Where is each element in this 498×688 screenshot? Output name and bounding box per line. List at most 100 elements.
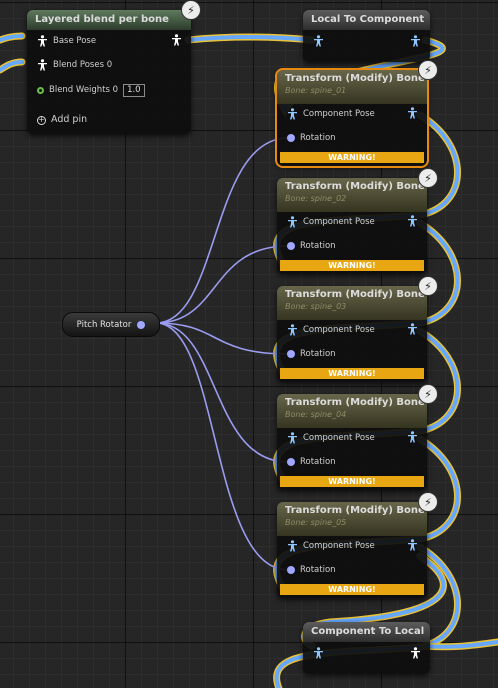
bone-name: Bone: spine_03 (285, 302, 347, 311)
blend-weights-label: Blend Weights 0 (49, 85, 119, 95)
person-icon (37, 35, 48, 47)
warning-banner: WARNING! (280, 476, 424, 487)
transform-bone-node[interactable]: Transform (Modify) Bone Bone: spine_03 C… (277, 286, 427, 382)
output-pose-pin[interactable] (407, 323, 418, 335)
rotation-label: Rotation (300, 349, 336, 359)
bone-name: Bone: spine_05 (285, 518, 347, 527)
person-icon (287, 540, 298, 552)
rotation-pin[interactable]: Rotation (287, 347, 336, 361)
rotator-pin-icon (287, 350, 295, 358)
add-icon: + (37, 115, 46, 125)
lightning-icon: ⚡ (418, 168, 438, 188)
transform-bone-title: Transform (Modify) Bone (285, 289, 425, 300)
output-pose-pin[interactable] (171, 34, 182, 46)
rotator-pin-icon (287, 242, 295, 250)
lightning-icon: ⚡ (418, 276, 438, 296)
lightning-icon: ⚡ (418, 60, 438, 80)
output-pose-pin[interactable] (410, 647, 421, 659)
pitch-rotator-label: Pitch Rotator (76, 319, 132, 330)
rotation-label: Rotation (300, 565, 336, 575)
blend-weight-value[interactable]: 1.0 (123, 83, 145, 97)
person-icon (287, 108, 298, 120)
bone-name: Bone: spine_02 (285, 194, 347, 203)
rotation-pin[interactable]: Rotation (287, 239, 336, 253)
component-pose-pin[interactable]: Component Pose (287, 107, 375, 121)
add-pin-button[interactable]: + Add pin (37, 113, 87, 127)
component-pose-label: Component Pose (303, 109, 375, 119)
rotator-pin-icon (287, 458, 295, 466)
base-pose-label: Base Pose (53, 36, 97, 46)
transform-bone-node[interactable]: Transform (Modify) Bone Bone: spine_01 C… (275, 68, 429, 168)
rotator-wire (155, 137, 289, 324)
bone-name: Bone: spine_04 (285, 410, 347, 419)
rotation-label: Rotation (300, 241, 336, 251)
person-icon (287, 432, 298, 444)
rotation-pin[interactable]: Rotation (287, 131, 336, 145)
pose-wire (186, 35, 314, 42)
lightning-icon: ⚡ (418, 384, 438, 404)
rotation-label: Rotation (300, 457, 336, 467)
pitch-rotator-node[interactable]: Pitch Rotator (62, 312, 160, 337)
rotator-pin-icon (287, 566, 295, 574)
pose-wire (0, 34, 24, 42)
rotation-pin[interactable]: Rotation (287, 563, 336, 577)
float-pin-icon (37, 86, 44, 94)
component-to-local-node[interactable]: Component To Local (303, 622, 430, 674)
local-to-component-title: Local To Component (303, 10, 430, 30)
warning-banner: WARNING! (280, 152, 424, 163)
local-to-component-node[interactable]: Local To Component (303, 10, 430, 62)
rotation-label: Rotation (300, 133, 336, 143)
base-pose-pin[interactable]: Base Pose (37, 34, 96, 48)
lightning-icon: ⚡ (181, 0, 201, 20)
component-pose-label: Component Pose (303, 433, 375, 443)
pose-wire (0, 60, 24, 72)
transform-bone-node[interactable]: Transform (Modify) Bone Bone: spine_04 C… (277, 394, 427, 490)
component-pose-pin[interactable]: Component Pose (287, 215, 375, 229)
input-pose-pin[interactable] (313, 647, 324, 659)
rotator-wire (155, 322, 289, 355)
component-pose-pin[interactable]: Component Pose (287, 323, 375, 337)
transform-bone-header: Transform (Modify) Bone Bone: spine_04 (277, 394, 427, 428)
component-pose-pin[interactable]: Component Pose (287, 431, 375, 445)
transform-bone-header: Transform (Modify) Bone Bone: spine_02 (277, 178, 427, 212)
layered-blend-title: Layered blend per bone (27, 10, 191, 30)
warning-banner: WARNING! (280, 368, 424, 379)
transform-bone-title: Transform (Modify) Bone (285, 73, 425, 84)
input-pose-pin[interactable] (313, 35, 324, 47)
rotator-wire (155, 245, 289, 324)
rotator-wire (155, 322, 289, 571)
transform-bone-title: Transform (Modify) Bone (285, 181, 425, 192)
output-pose-pin[interactable] (407, 107, 418, 119)
transform-bone-title: Transform (Modify) Bone (285, 397, 425, 408)
output-pose-pin[interactable] (407, 539, 418, 551)
component-pose-pin[interactable]: Component Pose (287, 539, 375, 553)
pose-wire (423, 640, 498, 649)
bone-name: Bone: spine_01 (285, 86, 347, 95)
transform-bone-header: Transform (Modify) Bone Bone: spine_01 (277, 70, 427, 104)
component-to-local-title: Component To Local (303, 622, 430, 642)
rotator-wire (155, 322, 289, 463)
transform-bone-node[interactable]: Transform (Modify) Bone Bone: spine_05 C… (277, 502, 427, 598)
component-pose-label: Component Pose (303, 217, 375, 227)
output-pose-pin[interactable] (410, 35, 421, 47)
output-pose-pin[interactable] (407, 431, 418, 443)
person-icon (37, 59, 48, 71)
add-pin-label: Add pin (51, 114, 88, 125)
person-icon (287, 216, 298, 228)
blend-weights-pin[interactable]: Blend Weights 0 1.0 (37, 83, 145, 97)
person-icon (287, 324, 298, 336)
rotation-pin[interactable]: Rotation (287, 455, 336, 469)
warning-banner: WARNING! (280, 584, 424, 595)
component-pose-label: Component Pose (303, 541, 375, 551)
output-pose-pin[interactable] (407, 215, 418, 227)
rotator-pin-icon (287, 134, 295, 142)
warning-banner: WARNING! (280, 260, 424, 271)
transform-bone-header: Transform (Modify) Bone Bone: spine_03 (277, 286, 427, 320)
transform-bone-header: Transform (Modify) Bone Bone: spine_05 (277, 502, 427, 536)
layered-blend-node[interactable]: Layered blend per bone Base Pose Blend P… (27, 10, 191, 134)
component-pose-label: Component Pose (303, 325, 375, 335)
transform-bone-node[interactable]: Transform (Modify) Bone Bone: spine_02 C… (277, 178, 427, 274)
blend-poses-label: Blend Poses 0 (53, 60, 113, 70)
blend-poses-pin[interactable]: Blend Poses 0 (37, 58, 112, 72)
rotator-output-pin[interactable] (137, 320, 146, 329)
